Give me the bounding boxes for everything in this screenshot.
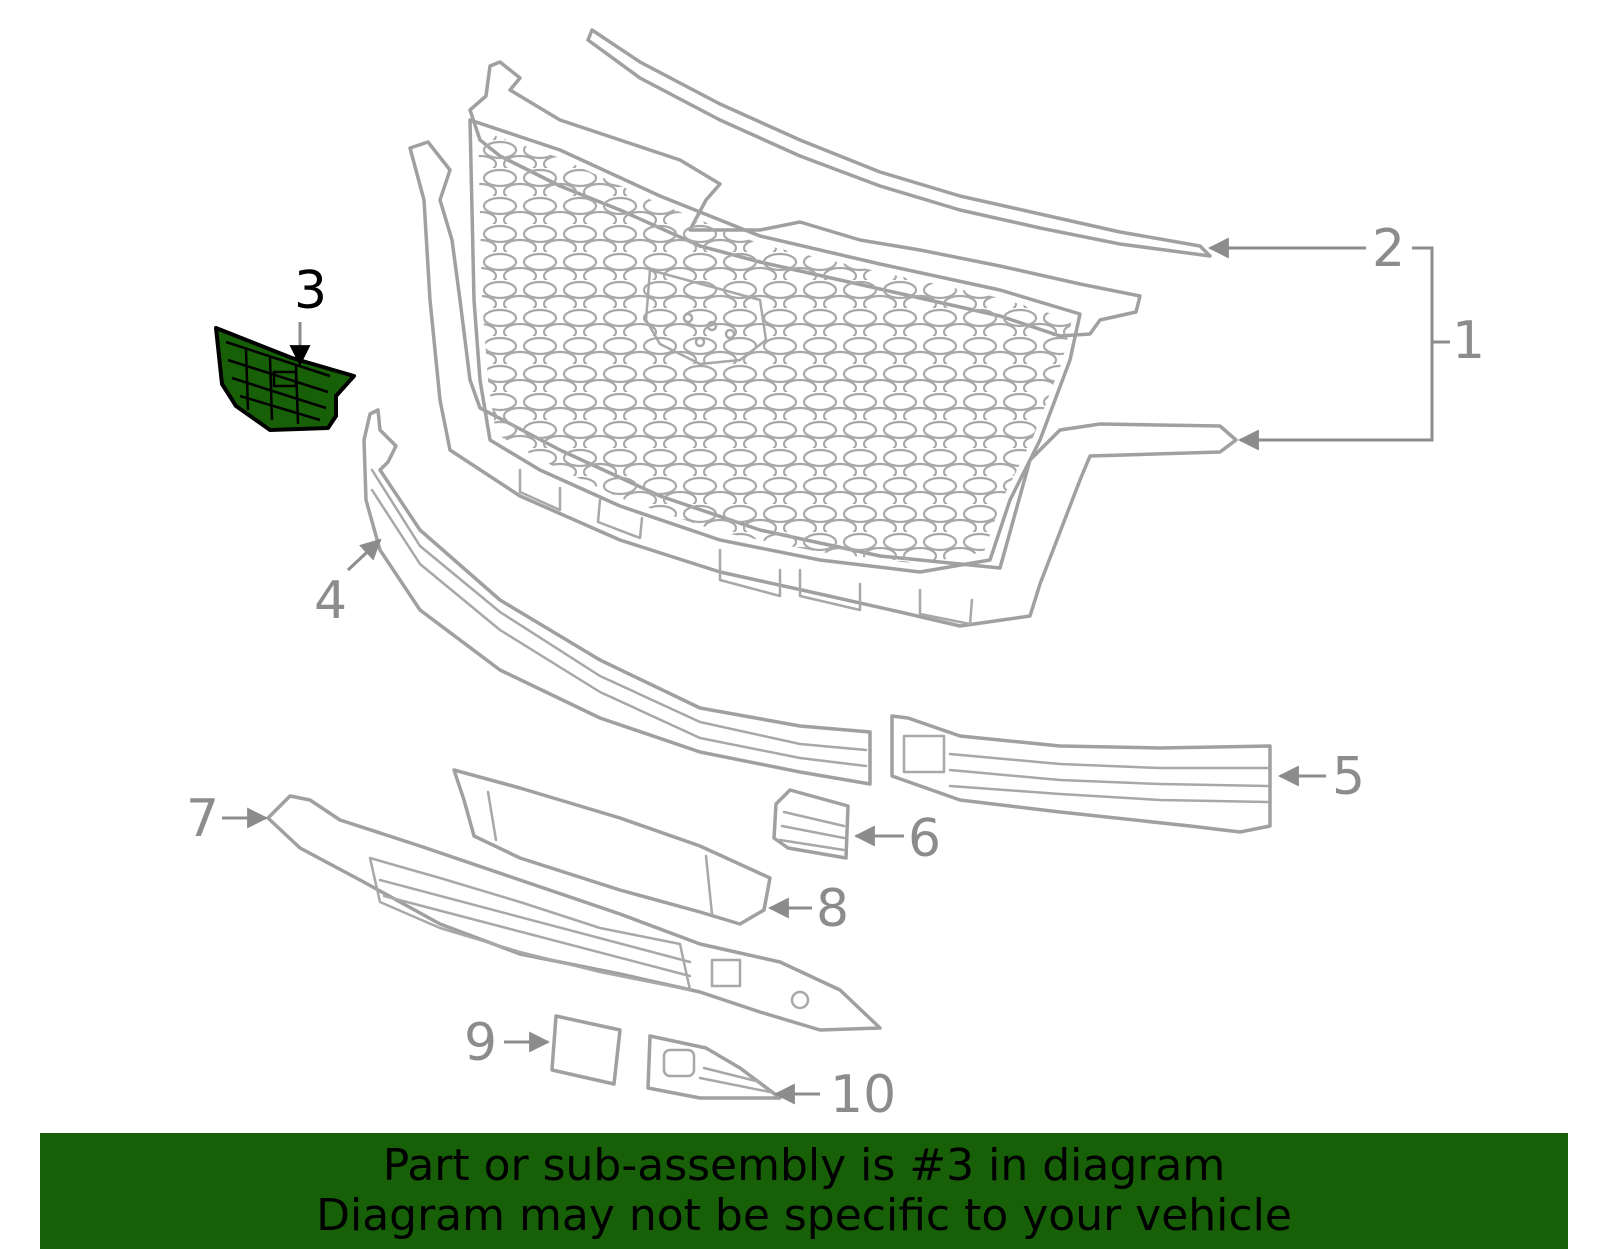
part-5-lower-bar-right <box>890 714 1272 834</box>
part-4-lower-bar <box>362 408 872 786</box>
callout-6: 6 <box>908 809 941 869</box>
part-7-lower-grille <box>266 794 882 1032</box>
part-8-center-panel <box>452 768 772 926</box>
callout-1: 1 <box>1452 311 1485 371</box>
callout-7: 7 <box>186 789 219 849</box>
callout-9: 9 <box>464 1013 497 1073</box>
callout-8: 8 <box>816 879 849 939</box>
part-1-grille-assembly <box>408 60 1238 628</box>
callout-5: 5 <box>1332 747 1365 807</box>
leader-lines <box>222 237 1450 1105</box>
callout-3: 3 <box>294 261 327 321</box>
part-10-bracket <box>646 1034 782 1100</box>
banner-line-1: Part or sub-assembly is #3 in diagram <box>382 1140 1226 1191</box>
callout-2: 2 <box>1372 219 1405 279</box>
notice-banner: Part or sub-assembly is #3 in diagram Di… <box>40 1133 1568 1249</box>
callout-4: 4 <box>314 571 347 631</box>
part-9-cover <box>550 1014 622 1086</box>
banner-line-2: Diagram may not be specific to your vehi… <box>316 1190 1292 1241</box>
part-6-vent-insert <box>772 788 850 860</box>
callout-10: 10 <box>830 1065 896 1125</box>
part-3-emblem <box>214 326 356 432</box>
